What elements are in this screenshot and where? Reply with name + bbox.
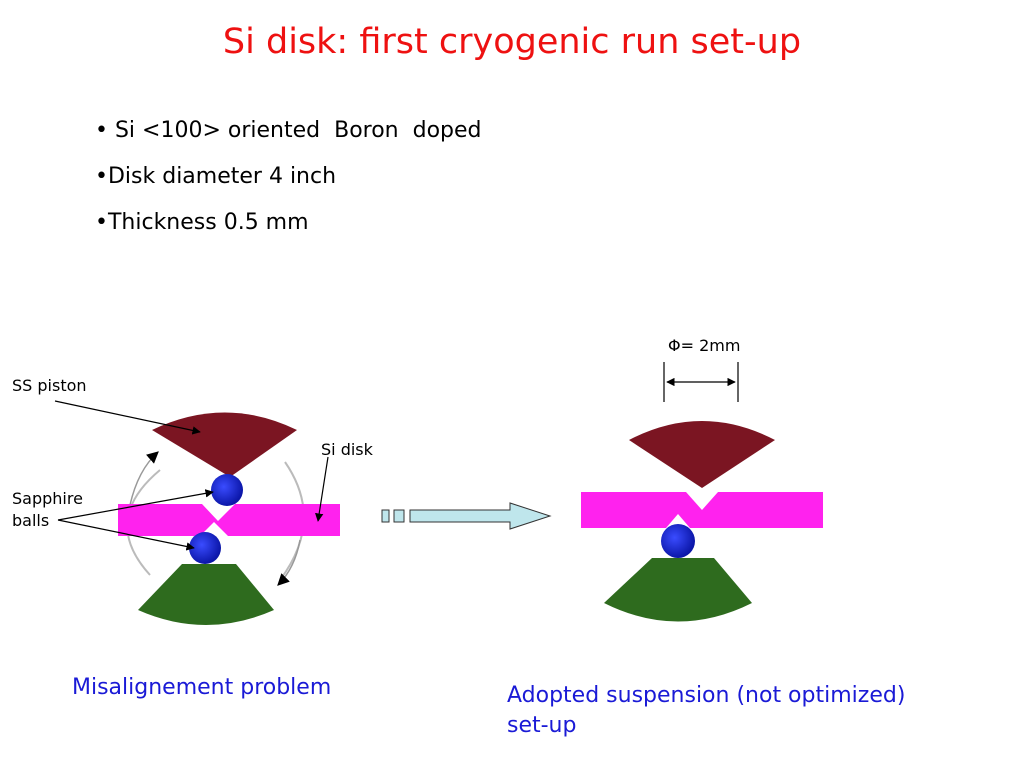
- green-piston-left: [138, 564, 274, 625]
- label-ss-piston: SS piston: [12, 376, 87, 395]
- dimension-marker: [663, 362, 739, 402]
- slide-title: Si disk: first cryogenic run set-up: [222, 22, 802, 62]
- bullet-list: • Si <100> oriented Boron doped •Disk di…: [95, 116, 482, 254]
- right-assembly: [581, 421, 823, 622]
- rotation-arrow-up: [129, 451, 159, 506]
- leader-ss-piston: [54, 400, 201, 435]
- bullet-item-diameter: •Disk diameter 4 inch: [95, 164, 337, 189]
- disk-notch-left: [202, 504, 235, 521]
- ss-piston-left: [152, 412, 297, 477]
- green-piston-right: [604, 558, 752, 622]
- transition-arrow: [381, 502, 552, 530]
- label-phi: Φ= 2mm: [668, 336, 741, 355]
- leader-sapphire-bottom: [57, 519, 195, 551]
- label-sapphire-line1: Sapphire: [12, 489, 83, 508]
- sapphire-ball-top-left: [211, 474, 243, 506]
- leader-sapphire-top: [57, 489, 214, 521]
- label-sapphire: Sapphire balls: [12, 488, 83, 532]
- label-sapphire-line2: balls: [12, 511, 50, 530]
- sapphire-ball-bottom-left: [189, 532, 221, 564]
- caption-misalignment: Misalignement problem: [72, 675, 332, 700]
- label-si-disk: Si disk: [321, 440, 373, 459]
- leader-si-disk: [315, 456, 329, 522]
- caption-adopted-line1: Adopted suspension (not optimized): [507, 683, 906, 708]
- rotation-arrow-down: [277, 539, 301, 586]
- caption-adopted-setup: Adopted suspension (not optimized) set-u…: [507, 681, 905, 741]
- caption-adopted-line2: set-up: [507, 713, 577, 738]
- left-assembly: [118, 412, 340, 625]
- bullet-item-thickness: •Thickness 0.5 mm: [95, 210, 309, 235]
- disk-notch-right-top: [686, 492, 718, 510]
- disk-notch-right-bottom: [666, 514, 690, 528]
- bullet-item-orientation: • Si <100> oriented Boron doped: [95, 118, 482, 143]
- ss-piston-right: [629, 421, 775, 488]
- sapphire-ball-right: [661, 524, 695, 558]
